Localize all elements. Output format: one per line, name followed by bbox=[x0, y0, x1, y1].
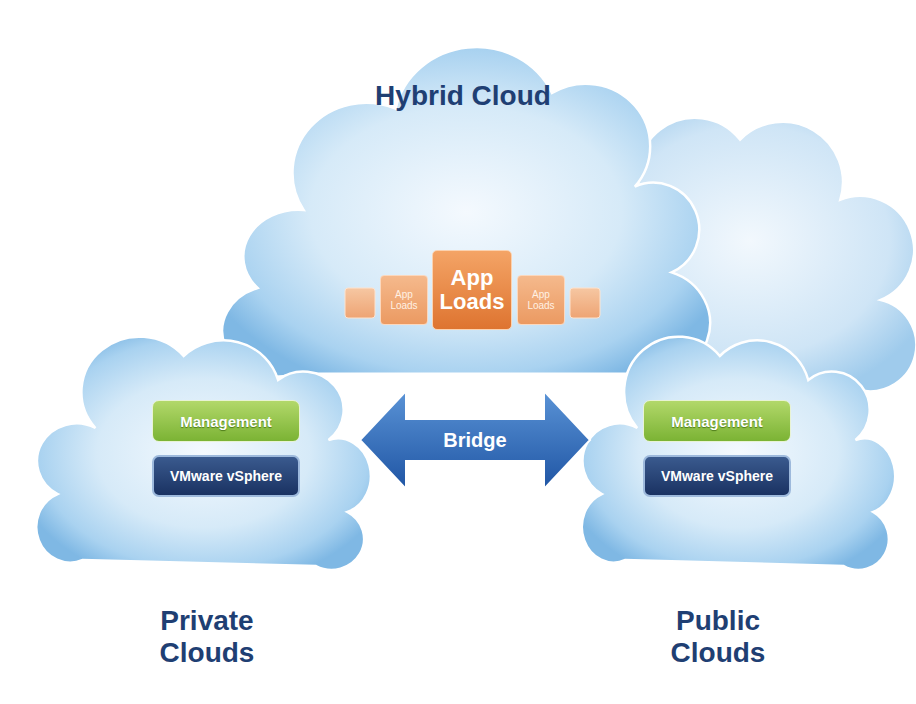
vsphere-box: VMware vSphere bbox=[643, 455, 791, 497]
vsphere-box: VMware vSphere bbox=[152, 455, 300, 497]
app-load-box: App Loads bbox=[517, 275, 565, 325]
box-label: Management bbox=[180, 413, 272, 430]
app-load-box: App Loads bbox=[380, 275, 428, 325]
public-cloud: Public CloudsManagementVMware vSphere bbox=[590, 290, 885, 590]
cloud-shape bbox=[222, 47, 710, 377]
box-label: App Loads bbox=[518, 289, 564, 311]
management-box: Management bbox=[643, 400, 791, 442]
cloud-title: Private Clouds bbox=[127, 605, 287, 669]
edge-label: Bridge bbox=[443, 429, 506, 452]
cloud-shape bbox=[582, 337, 895, 570]
cloud-outline bbox=[230, 15, 690, 405]
cloud-title: Hybrid Cloud bbox=[363, 80, 563, 112]
bridge-arrow bbox=[360, 391, 590, 489]
hybrid-cloud: Hybrid CloudApp Loads App Loads App Loads bbox=[230, 15, 690, 405]
cloud-title: Public Clouds bbox=[638, 605, 798, 669]
box-label: Management bbox=[671, 413, 763, 430]
box-label: VMware vSphere bbox=[170, 468, 282, 484]
cloud-shape bbox=[36, 337, 371, 570]
box-label: VMware vSphere bbox=[661, 468, 773, 484]
box-label: App Loads bbox=[381, 289, 427, 311]
box-label: App Loads bbox=[433, 266, 511, 314]
private-cloud: Private CloudsManagementVMware vSphere bbox=[45, 290, 360, 590]
management-box: Management bbox=[152, 400, 300, 442]
app-load-box: App Loads bbox=[432, 250, 512, 330]
